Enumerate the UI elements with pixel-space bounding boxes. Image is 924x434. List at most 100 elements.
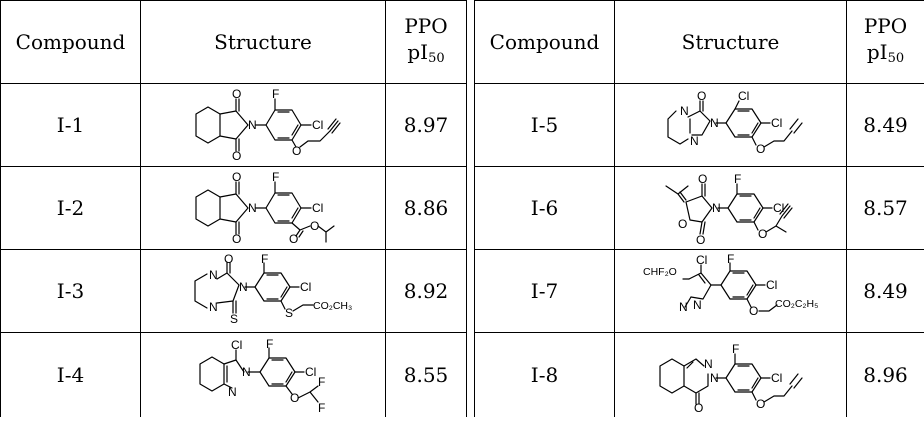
header-ppo-sub: 50: [428, 50, 445, 66]
structure-i-6: O N O O F Cl O: [664, 172, 793, 247]
structure-cell: CHF₂O Cl N N F Cl O CO₂C₂H₅: [614, 249, 847, 333]
header-compound: Compound: [0, 0, 141, 84]
atom-n: N: [680, 104, 689, 118]
compound-id: I-7: [474, 249, 615, 333]
header-structure: Structure: [614, 0, 847, 84]
ppo-value: 8.55: [385, 332, 467, 417]
structure-i-8: N N O F Cl O: [658, 342, 803, 415]
atom-s: S: [230, 312, 238, 326]
atom-f: F: [318, 375, 325, 389]
table-row: I-3 N N O S N F Cl S CO₂CH₃: [0, 249, 467, 333]
atom-o: O: [289, 232, 298, 246]
structure-i-5: N O N N Cl Cl O: [666, 89, 803, 156]
atom-n: N: [242, 365, 251, 379]
compound-id: I-8: [474, 332, 615, 417]
atom-n: N: [710, 371, 719, 385]
atom-f: F: [318, 401, 325, 415]
atom-f: F: [261, 252, 268, 266]
table-row: I-1 O O N F Cl O 8.97: [0, 83, 467, 167]
atom-cl: Cl: [696, 253, 707, 267]
atom-cl: Cl: [300, 280, 311, 294]
atom-o: O: [232, 87, 241, 101]
atom-cl: Cl: [766, 278, 777, 292]
ppo-value: 8.49: [846, 249, 924, 333]
atom-o: O: [292, 144, 301, 158]
atom-n: N: [679, 300, 688, 314]
header-ppo-top: PPO: [404, 13, 448, 38]
header-ppo-base: pI: [407, 39, 429, 64]
structure-i-3: N N O S N F Cl S CO₂CH₃: [194, 252, 352, 326]
atom-cl: Cl: [771, 371, 782, 385]
table-row: I-6 O N O O F Cl O 8.57: [474, 166, 924, 250]
atom-co2c2h5: CO₂C₂H₅: [775, 298, 818, 310]
compound-id: I-6: [474, 166, 615, 250]
structure-i-2: O O N F Cl O O: [195, 170, 335, 246]
table-row: I-2 O O N F Cl O O 8.86: [0, 166, 467, 250]
atom-f: F: [732, 342, 739, 356]
atom-n: N: [693, 298, 702, 312]
compound-id: I-3: [0, 249, 141, 333]
ppo-value: 8.57: [846, 166, 924, 250]
atom-f: F: [266, 337, 273, 351]
header-structure: Structure: [140, 0, 386, 84]
compound-id: I-2: [0, 166, 141, 250]
atom-f: F: [727, 252, 734, 266]
atom-cl: Cl: [312, 118, 323, 132]
atom-o: O: [310, 219, 319, 233]
atom-o: O: [290, 391, 299, 405]
compound-id: I-4: [0, 332, 141, 417]
atom-cl: Cl: [773, 201, 784, 215]
atom-n: N: [712, 201, 721, 215]
ppo-value: 8.96: [846, 332, 924, 417]
ppo-value: 8.49: [846, 83, 924, 167]
atom-n: N: [228, 385, 237, 399]
atom-o: O: [756, 142, 765, 156]
ppo-value: 8.97: [385, 83, 467, 167]
ppo-value: 8.92: [385, 249, 467, 333]
atom-o: O: [696, 233, 705, 247]
atom-o: O: [232, 170, 241, 184]
atom-co2ch3: CO₂CH₃: [313, 300, 352, 312]
atom-cl: Cl: [312, 201, 323, 215]
atom-n: N: [704, 357, 713, 371]
atom-n: N: [209, 300, 218, 314]
atom-o: O: [232, 232, 241, 246]
atom-f: F: [272, 87, 279, 101]
header-ppo-sub: 50: [887, 50, 905, 66]
atom-o: O: [758, 227, 767, 241]
atom-f: F: [272, 170, 279, 184]
structure-i-4: Cl F N N Cl O F F: [199, 337, 325, 415]
header-ppo-top: PPO: [863, 13, 908, 38]
atom-cl: Cl: [738, 89, 749, 103]
atom-n: N: [248, 201, 257, 215]
atom-o: O: [749, 304, 758, 318]
atom-chf2o: CHF₂O: [643, 266, 677, 278]
atom-n: N: [690, 134, 699, 148]
compound-id: I-1: [0, 83, 141, 167]
table-row: I-7 CHF₂O Cl N N F Cl O CO₂C₂H₅: [474, 249, 924, 333]
structure-cell: O O N F Cl O O: [140, 166, 386, 250]
header-ppo-base: pI: [866, 39, 888, 64]
atom-f: F: [734, 172, 741, 186]
table-row: I-4 Cl F N N Cl O F F: [0, 332, 467, 417]
ppo-value: 8.86: [385, 166, 467, 250]
table-row: I-5 N O N N Cl Cl O 8.49: [474, 83, 924, 167]
atom-o: O: [678, 217, 687, 231]
compound-id: I-5: [474, 83, 615, 167]
structure-cell: Cl F N N Cl O F F: [140, 332, 386, 417]
structure-cell: O N O O F Cl O: [614, 166, 847, 250]
atom-o: O: [756, 397, 765, 411]
header-compound: Compound: [474, 0, 615, 84]
atom-o: O: [694, 401, 703, 415]
atom-cl: Cl: [231, 338, 242, 352]
atom-n: N: [209, 268, 218, 282]
atom-o: O: [224, 252, 233, 266]
atom-s: S: [285, 306, 293, 320]
